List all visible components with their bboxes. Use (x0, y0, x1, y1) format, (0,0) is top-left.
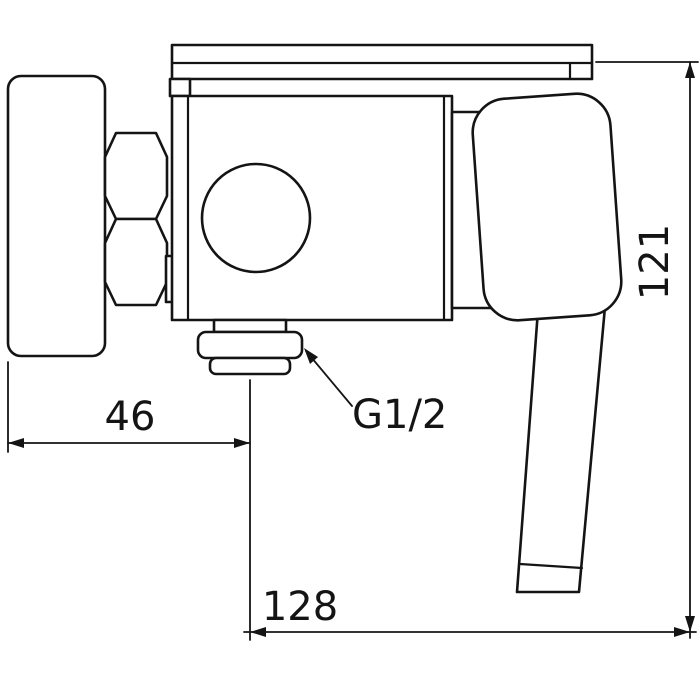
outlet-neck (212, 318, 288, 334)
arrowhead-g12 (304, 348, 318, 364)
body-boss-circle (200, 162, 312, 274)
valve-body (164, 77, 454, 322)
body-top-connector (168, 77, 192, 98)
dimension-128: 128 (243, 584, 697, 637)
arrowhead-46-right (234, 438, 250, 448)
dimension-121: 121 (595, 61, 699, 639)
wall-flange (6, 74, 107, 358)
dimension-128-label: 128 (262, 584, 338, 630)
outlet-thread-tip (208, 356, 292, 376)
handle-lever (515, 294, 608, 594)
hex-nut (103, 131, 169, 307)
hex-nut-upper (103, 131, 169, 221)
top-mounting-plate (170, 43, 594, 81)
arrowhead-46-left (8, 438, 24, 448)
faucet-drawing (6, 43, 623, 594)
outlet-fitting (196, 318, 304, 376)
arrowhead-128-left (250, 627, 266, 637)
lever-shaft (515, 294, 608, 594)
outlet-collar (196, 330, 304, 360)
thread-callout: G1/2 (304, 348, 447, 438)
dimension-121-label: 121 (632, 224, 678, 300)
dimension-46-label: 46 (105, 394, 156, 440)
thread-callout-label: G1/2 (352, 392, 447, 438)
hex-nut-lower (103, 217, 169, 307)
lever-end-cap-seam (518, 562, 584, 570)
dimension-46: 46 (7, 361, 251, 641)
arrowhead-128-right (674, 627, 690, 637)
arrowhead-121-bottom (685, 616, 695, 632)
arrowhead-121-top (685, 62, 695, 78)
handle-body (471, 92, 623, 322)
